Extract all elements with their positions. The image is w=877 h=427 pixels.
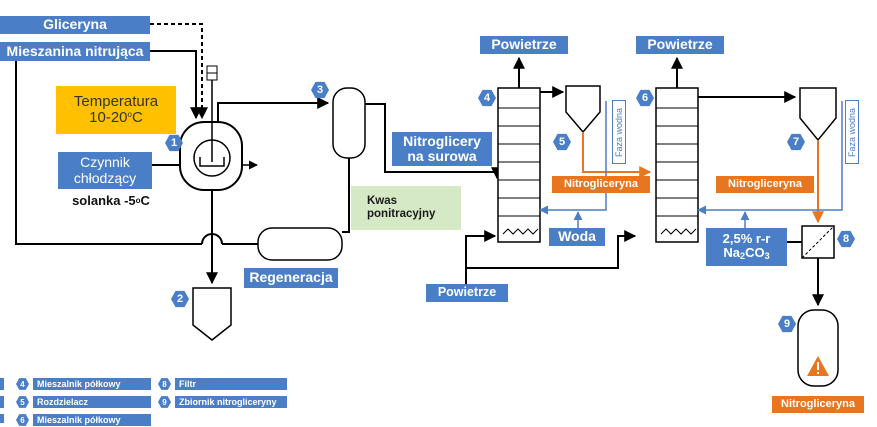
temperature-line1: Temperatura (73, 92, 159, 110)
regeneration-label: Regeneracja (244, 268, 338, 288)
tank-2 (192, 287, 232, 341)
soda-solution-box: 2,5% r-r Na2CO3 (706, 228, 787, 266)
marker-7: 7 (787, 133, 805, 151)
legend-item-5: 5 Rozdzielacz (16, 396, 151, 408)
nitrating-mix-label: Mieszanina nitrująca (0, 42, 150, 61)
water-label: Woda (549, 228, 605, 246)
water-phase-label-2: Faza wodna (845, 100, 859, 164)
crude-ng-line1: Nitroglicery (403, 132, 481, 149)
legend-marker: 9 (158, 396, 171, 408)
legend-item-9: 9 Zbiornik nitrogliceryny (158, 396, 287, 408)
legend-item-8: 8 Filtr (158, 378, 287, 390)
air-label-1: Powietrze (480, 36, 568, 54)
crude-ng-box: Nitroglicery na surowa (392, 132, 492, 166)
legend-cut-bar-1 (0, 378, 4, 390)
reactor-1 (179, 65, 258, 191)
separator-7 (697, 87, 843, 229)
marker-3: 3 (311, 81, 329, 99)
soda-line1: 2,5% r-r (722, 230, 771, 246)
tray-column-6 (655, 56, 797, 243)
legend-cut-bar-3 (0, 414, 4, 423)
spent-acid-line2: ponitracyjny (367, 208, 436, 220)
nitroglycerin-label-2: Nitrogliceryna (716, 176, 814, 193)
nitroglycerin-final-label: Nitrogliceryna (772, 396, 864, 413)
glicerol-label: Gliceryna (0, 16, 150, 34)
legend-item-6: 6 Mieszalnik półkowy (16, 414, 151, 426)
coolant-line2: chłodzący (73, 169, 137, 186)
legend-marker: 5 (16, 396, 29, 408)
nitroglycerin-label-1: Nitrogliceryna (552, 176, 650, 193)
crude-ng-line2: na surowa (407, 148, 477, 164)
marker-1: 1 (165, 134, 183, 152)
legend-item-4: 4 Mieszalnik półkowy (16, 378, 151, 390)
separator-5 (539, 85, 652, 215)
legend-cut-bar-2 (0, 396, 4, 408)
legend-text: Zbiornik nitrogliceryny (175, 396, 287, 408)
separator-3 (332, 87, 503, 233)
spent-acid-line1: Kwas (367, 195, 398, 208)
regeneration-tank (257, 227, 343, 261)
air-feed-lines (465, 211, 637, 286)
temperature-box: Temperatura 10-20oC (56, 86, 176, 134)
tank-9 (797, 309, 839, 387)
legend-text: Filtr (175, 378, 287, 390)
legend-text: Mieszalnik półkowy (33, 378, 151, 390)
marker-6: 6 (636, 89, 654, 107)
marker-9: 9 (778, 315, 796, 333)
air-label-2: Powietrze (636, 36, 724, 54)
legend-marker: 6 (16, 414, 29, 426)
marker-5: 5 (553, 133, 571, 151)
marker-8: 8 (837, 230, 855, 248)
marker-2: 2 (171, 290, 189, 308)
tray-column-4 (497, 56, 565, 243)
marker-4: 4 (478, 89, 496, 107)
air-label-bottom: Powietrze (426, 284, 508, 302)
filter-8 (787, 225, 835, 307)
spent-acid-box: Kwas ponitracyjny (351, 186, 461, 230)
legend-text: Rozdzielacz (33, 396, 151, 408)
line-1-to-3 (217, 97, 330, 122)
warning-triangle-icon (807, 356, 829, 376)
feed-lines (15, 23, 258, 285)
legend-marker: 8 (158, 378, 171, 390)
legend-marker: 4 (16, 378, 29, 390)
temperature-line2: 10-20oC (89, 109, 143, 126)
coolant-line1: Czynnik (80, 154, 130, 171)
soda-line2: Na2CO3 (723, 245, 770, 262)
water-phase-label-1: Faza wodna (612, 100, 626, 164)
legend-text: Mieszalnik półkowy (33, 414, 151, 426)
coolant-box: Czynnik chłodzący (58, 152, 152, 189)
